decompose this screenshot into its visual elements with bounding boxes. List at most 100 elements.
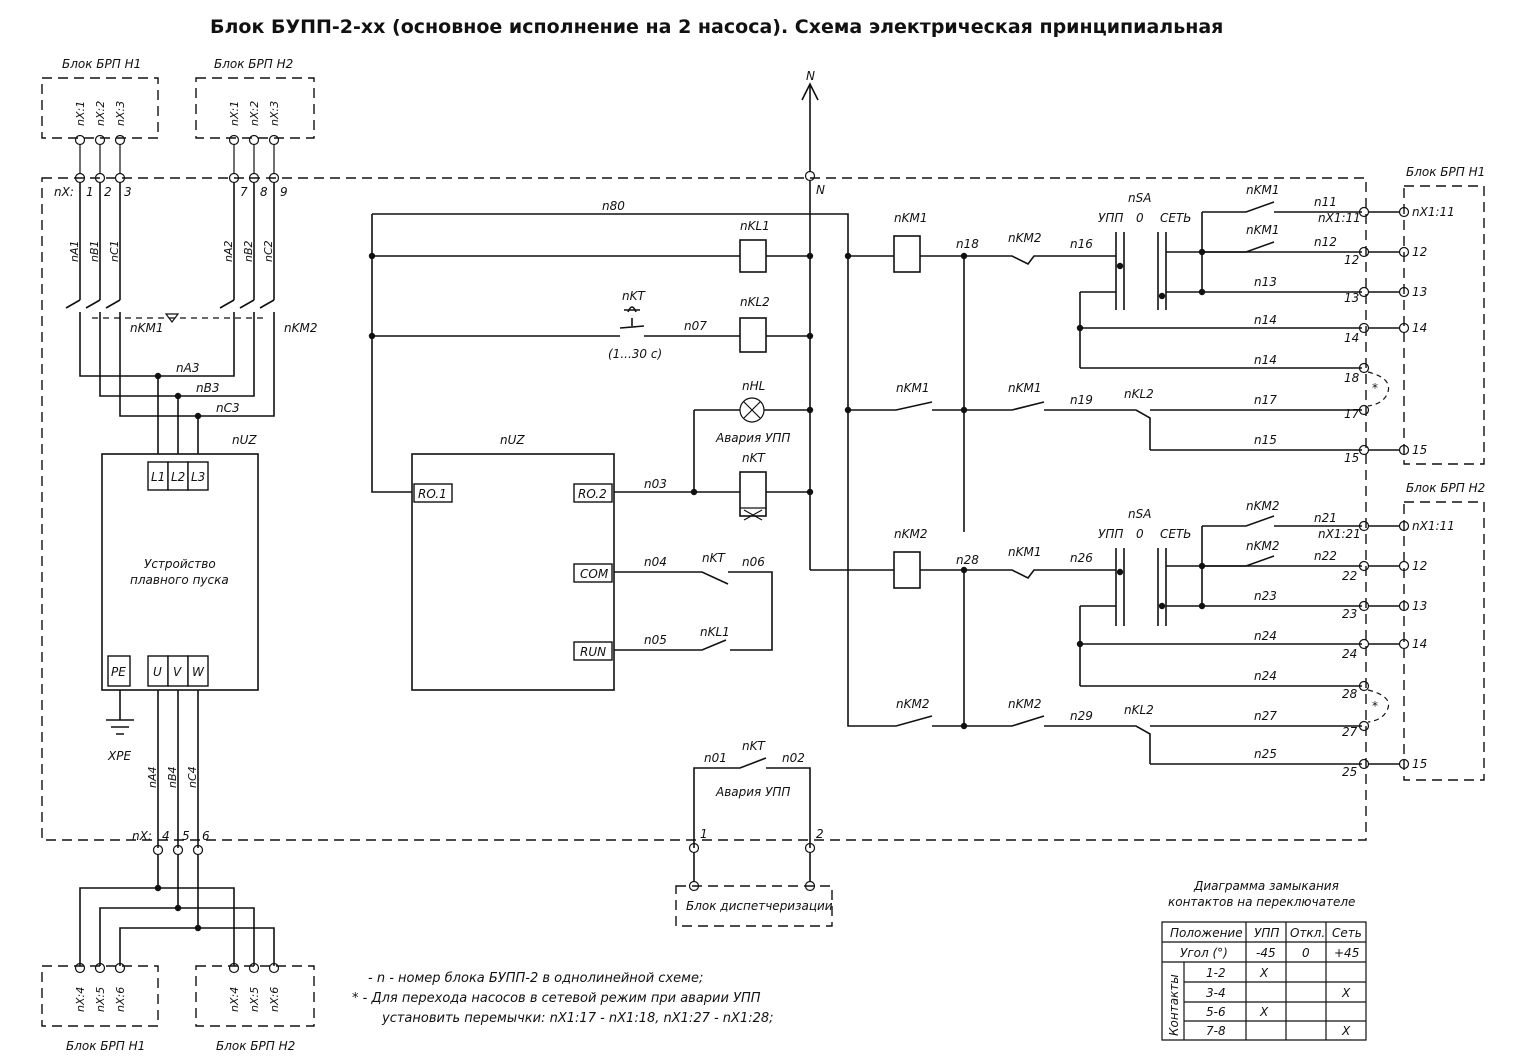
td-angle-net: +45 xyxy=(1334,946,1359,960)
terminal-run: RUN xyxy=(580,645,606,659)
t-d2: 2 xyxy=(816,827,824,841)
label-sa-1: nSA xyxy=(1128,191,1151,205)
wire-n03: n03 xyxy=(644,477,667,491)
terminal-2-label: 2 xyxy=(104,185,112,199)
soft-starter-title-1: Устройство xyxy=(144,557,216,571)
t15-outer-2: 15 xyxy=(1412,757,1427,771)
wire-n07: n07 xyxy=(684,319,707,333)
label-alarm-dispatch: Авария УПП xyxy=(715,785,790,799)
wire-n23: n23 xyxy=(1254,589,1277,603)
td-row4: 7-8 xyxy=(1206,1024,1226,1038)
t12-outer: 12 xyxy=(1412,245,1427,259)
label-km2-coil: nKM2 xyxy=(894,527,927,541)
brp-h1-bottom-label: Блок БРП Н1 xyxy=(66,1039,145,1053)
label-sa-net-2: СЕТЬ xyxy=(1160,527,1192,541)
t13-inner: 13 xyxy=(1344,291,1359,305)
wire-nA1: nA1 xyxy=(68,241,81,263)
terminal-8-label: 8 xyxy=(260,185,268,199)
label-sa-0-1: 0 xyxy=(1136,211,1144,225)
t12-outer-2: 12 xyxy=(1412,559,1427,573)
label-km1-coil: nKM1 xyxy=(894,211,927,225)
terminal-nx4-h1: nX:4 xyxy=(74,987,87,1012)
table-side-label: Контакты xyxy=(1167,974,1181,1036)
t13-outer: 13 xyxy=(1412,285,1427,299)
label-kt-coil: nKT xyxy=(742,451,766,465)
wire-n01: n01 xyxy=(704,751,727,765)
wire-n06: n06 xyxy=(742,555,765,569)
brp-h2-bottom-label: Блок БРП Н2 xyxy=(216,1039,295,1053)
terminal-nx2-h1: nX:2 xyxy=(94,101,107,126)
label-km1-nc-2: nKM1 xyxy=(1008,545,1041,559)
terminal-PE: PE xyxy=(111,665,126,679)
wire-n16: n16 xyxy=(1070,237,1093,251)
th-net: Сеть xyxy=(1332,926,1362,940)
label-timer-range: (1...30 с) xyxy=(608,347,662,361)
label-alarm-lamp: Авария УПП xyxy=(715,431,790,445)
label-xpe: XPE xyxy=(107,749,131,763)
label-km2-sa-1: nKM2 xyxy=(1246,499,1279,513)
terminal-L3: L3 xyxy=(191,470,205,484)
terminal-1-label: 1 xyxy=(86,185,94,199)
km1-power-contacts xyxy=(65,299,275,350)
wire-n12: n12 xyxy=(1314,235,1337,249)
label-kt-dispatch: nKT xyxy=(742,739,766,753)
terminal-row-top xyxy=(74,134,280,184)
t13-outer-2: 13 xyxy=(1412,599,1427,613)
label-hl: nHL xyxy=(742,379,765,393)
brp-h2-bottom xyxy=(195,965,315,1027)
t12-inner: 12 xyxy=(1344,253,1359,267)
brp-h2-top-label: Блок БРП Н2 xyxy=(214,57,293,71)
terminal-W: W xyxy=(192,665,205,679)
label-kl2-contact-1: nKL2 xyxy=(1124,387,1154,401)
label-nuz-control: nUZ xyxy=(500,433,525,447)
label-kl1-coil: nKL1 xyxy=(740,219,770,233)
label-km1-power: nKM1 xyxy=(130,321,163,335)
label-km1-aux-2: nKM1 xyxy=(1008,381,1041,395)
wire-nB2: nB2 xyxy=(242,240,255,262)
brp-h2-right-label: Блок БРП Н2 xyxy=(1406,481,1485,495)
contact-diagram-table: Диаграмма замыкания контактов на переклю… xyxy=(1161,879,1367,1041)
terminal-7-label: 7 xyxy=(240,185,248,199)
terminal-com: COM xyxy=(580,567,609,581)
td-row4-net: X xyxy=(1341,1024,1351,1038)
wire-n15: n15 xyxy=(1254,433,1277,447)
td-row2-net: X xyxy=(1341,986,1351,1000)
terminal-nx2-h2: nX:2 xyxy=(248,101,261,126)
t-d1: 1 xyxy=(700,827,708,841)
wire-n19: n19 xyxy=(1070,393,1093,407)
wire-n22: n22 xyxy=(1314,549,1337,563)
brp-h2-right xyxy=(1403,501,1485,781)
brp-h1-top: Блок БРП Н1 xyxy=(41,57,159,139)
label-sa-net-1: СЕТЬ xyxy=(1160,211,1192,225)
wire-nC3: nC3 xyxy=(216,401,240,415)
wire-n04: n04 xyxy=(644,555,667,569)
t23-inner: 23 xyxy=(1342,607,1357,621)
label-kl1-contact: nKL1 xyxy=(700,625,730,639)
label-nx1-21: nX1:21 xyxy=(1318,527,1361,541)
brp-h1-right-label: Блок БРП Н1 xyxy=(1406,165,1485,179)
bupp-enclosure xyxy=(41,177,1367,841)
jumper-star-2: * xyxy=(1372,699,1378,713)
label-sa-2: nSA xyxy=(1128,507,1151,521)
wire-n14-b: n14 xyxy=(1254,353,1277,367)
label-nuz-left: nUZ xyxy=(232,433,257,447)
terminal-L1: L1 xyxy=(151,470,165,484)
t24-inner: 24 xyxy=(1342,647,1357,661)
wire-nB3: nB3 xyxy=(196,381,219,395)
td-angle: Угол (°) xyxy=(1180,946,1228,960)
wire-n21: n21 xyxy=(1314,511,1337,525)
page-title: Блок БУПП-2-хх (основное исполнение на 2… xyxy=(210,16,1223,38)
table-caption-1: Диаграмма замыкания xyxy=(1193,879,1339,893)
terminal-3-label: 3 xyxy=(124,185,132,199)
t25-inner: 25 xyxy=(1342,765,1357,779)
wire-n25: n25 xyxy=(1254,747,1277,761)
terminal-ro1: RO.1 xyxy=(418,487,447,501)
terminal-4-label: 4 xyxy=(162,829,170,843)
td-row1-upp: X xyxy=(1259,966,1269,980)
wire-n24-a: n24 xyxy=(1254,629,1277,643)
note-line-1: - n - номер блока БУПП-2 в однолинейной … xyxy=(368,971,703,986)
terminal-5-label: 5 xyxy=(182,829,190,843)
terminal-V: V xyxy=(173,665,182,679)
label-sa-0-2: 0 xyxy=(1136,527,1144,541)
label-kl2-contact-2: nKL2 xyxy=(1124,703,1154,717)
